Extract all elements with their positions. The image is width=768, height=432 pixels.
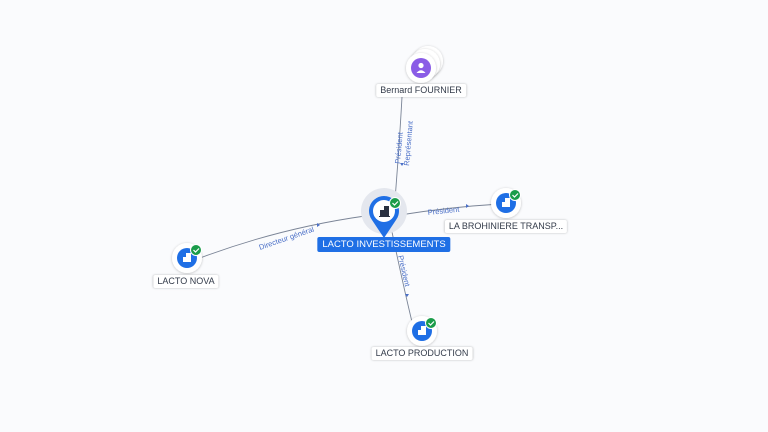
verified-icon <box>509 189 521 201</box>
node-label-person[interactable]: Bernard FOURNIER <box>376 84 466 97</box>
node-production[interactable] <box>407 316 437 346</box>
verified-icon <box>425 317 437 329</box>
building-icon <box>418 326 426 335</box>
node-nova[interactable] <box>172 243 202 273</box>
arrow-icon <box>466 204 469 208</box>
edge-label-nova: Directeur général <box>258 225 316 252</box>
edge-label-production: Président <box>396 254 412 288</box>
node-label-production[interactable]: LACTO PRODUCTION <box>371 347 473 360</box>
node-person[interactable] <box>406 46 443 83</box>
edge-arrows <box>317 163 469 297</box>
node-label-center[interactable]: LACTO INVESTISSEMENTS <box>317 237 451 252</box>
verified-icon <box>389 197 401 209</box>
edge-center-nova[interactable] <box>199 215 366 259</box>
building-icon <box>502 198 510 207</box>
edge-center-brohiniere[interactable] <box>399 203 501 216</box>
edge-person-center[interactable] <box>394 96 403 201</box>
arrow-icon <box>400 163 404 166</box>
edge-label-person-president: Président <box>393 131 405 164</box>
edge-label-brohiniere: Président <box>427 205 460 217</box>
node-label-brohiniere[interactable]: LA BROHINIERE TRANSP... <box>444 220 568 233</box>
building-icon <box>183 253 191 262</box>
verified-icon <box>190 244 202 256</box>
node-brohiniere[interactable] <box>491 188 521 218</box>
node-label-nova[interactable]: LACTO NOVA <box>153 275 219 288</box>
edge-label-person-representant: Représentant <box>402 120 415 167</box>
node-center[interactable] <box>361 188 407 238</box>
building-icon <box>379 206 390 217</box>
arrow-icon <box>317 223 320 227</box>
arrow-icon <box>405 294 409 297</box>
person-icon <box>416 62 426 73</box>
